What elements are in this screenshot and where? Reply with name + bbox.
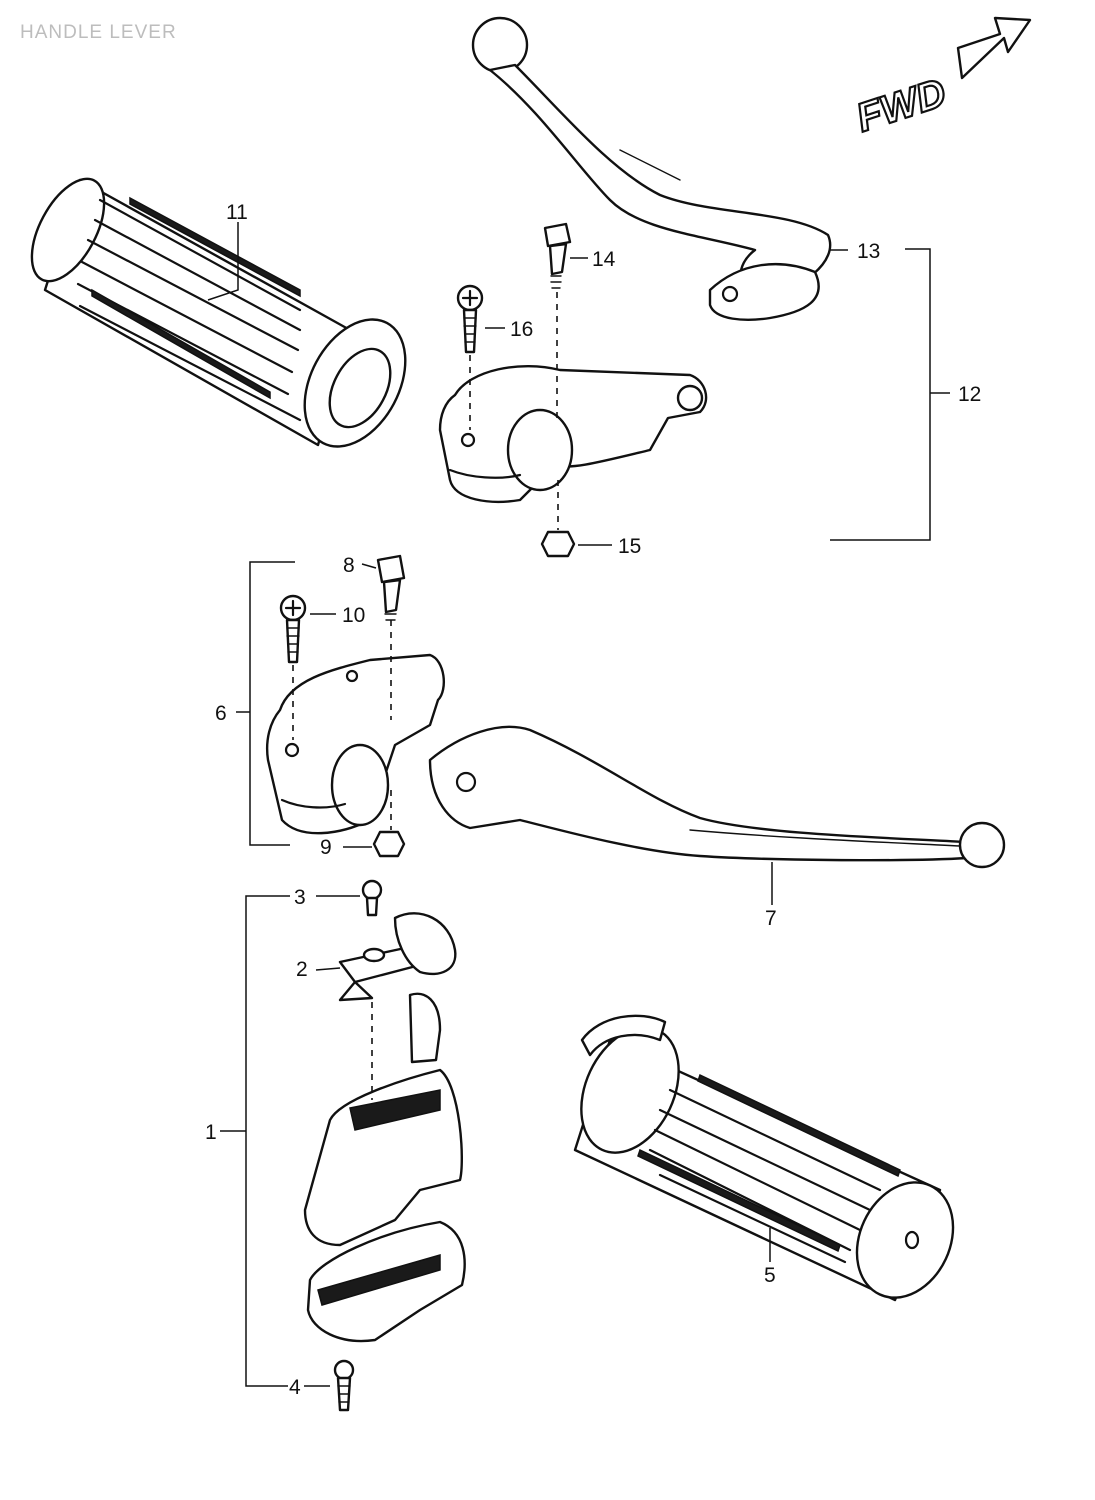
switch-housing (303, 912, 466, 1343)
part-label-4: 4 (289, 1376, 301, 1399)
part-label-8: 8 (343, 554, 355, 577)
lever-holder-upper (438, 364, 708, 503)
bracket-12 (830, 248, 931, 541)
grip-left (30, 177, 407, 448)
nut-lower (372, 830, 406, 858)
forward-direction-arrow: FWD (850, 16, 1032, 142)
pivot-bolt-lower (376, 554, 406, 621)
lever-lower (428, 725, 1006, 869)
part-label-11: 11 (226, 201, 248, 224)
part-label-5: 5 (764, 1264, 776, 1287)
part-label-12: 12 (958, 383, 981, 406)
part-label-1: 1 (205, 1121, 217, 1144)
lever-upper (471, 16, 832, 321)
lever-holder-lower (266, 653, 446, 835)
diagram-title: HANDLE LEVER (20, 22, 177, 43)
screw-small (361, 879, 383, 917)
screw-lower (279, 594, 307, 664)
part-label-6: 6 (215, 702, 227, 725)
part-label-13: 13 (857, 240, 880, 263)
screw-bottom (333, 1359, 355, 1412)
part-label-3: 3 (294, 886, 306, 909)
nut-upper (540, 530, 576, 558)
fwd-arrow-icon (956, 16, 1032, 80)
part-label-10: 10 (342, 604, 365, 627)
part-label-9: 9 (320, 836, 332, 859)
part-label-15: 15 (618, 535, 641, 558)
part-label-16: 16 (510, 318, 533, 341)
part-label-14: 14 (592, 248, 616, 271)
part-label-2: 2 (296, 958, 308, 981)
part-label-7: 7 (765, 907, 777, 930)
bracket-6 (249, 561, 295, 846)
pivot-bolt-upper (543, 222, 572, 289)
bracket-1 (245, 895, 290, 1387)
grip-right (573, 1014, 955, 1302)
screw-upper (456, 284, 484, 354)
fwd-label: FWD (851, 71, 951, 141)
